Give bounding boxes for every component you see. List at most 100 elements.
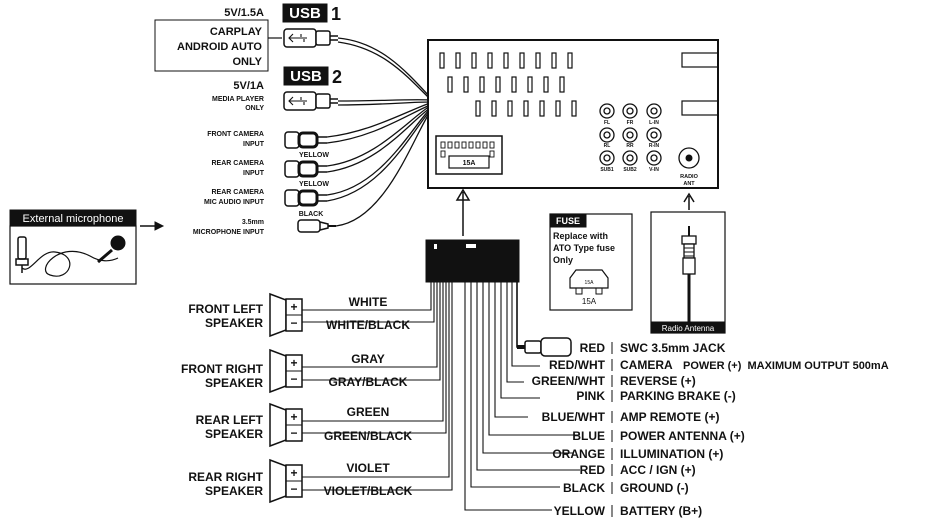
head-unit-socket-pins bbox=[440, 141, 495, 158]
usb1-desc-line2: ANDROID AUTO bbox=[177, 41, 262, 53]
speaker-rear-left-icon bbox=[269, 402, 303, 448]
head-unit-fuse-label: 15A bbox=[463, 160, 476, 167]
speaker-fr-pos-wire: GRAY bbox=[351, 352, 385, 366]
input-front-camera-color: YELLOW bbox=[299, 152, 329, 159]
usb1-desc-line1: CARPLAY bbox=[210, 26, 263, 38]
ato-fuse-icon bbox=[569, 269, 609, 295]
antenna-plug-icon bbox=[681, 226, 697, 322]
speaker-rear-right-icon bbox=[269, 458, 303, 504]
rca-sub2-label: SUB2 bbox=[623, 167, 637, 173]
speaker-front-right-icon bbox=[269, 348, 303, 394]
input-mic-line2: MICROPHONE INPUT bbox=[193, 229, 265, 236]
wire-func-battery: BATTERY (B+) bbox=[620, 504, 702, 518]
rca-rl-label: RL bbox=[604, 143, 611, 149]
wire-color-red-acc: RED bbox=[580, 463, 606, 477]
speaker-rl-minus: − bbox=[290, 426, 297, 440]
speaker-rr-minus: − bbox=[290, 482, 297, 496]
wire-func-amp: AMP REMOTE (+) bbox=[620, 410, 719, 424]
rca-jacks bbox=[599, 103, 662, 166]
rca-fl-label: FL bbox=[604, 120, 610, 126]
wire-color-greenwht: GREEN/WHT bbox=[532, 374, 606, 388]
wire-func-swc: SWC 3.5mm JACK bbox=[620, 341, 726, 355]
speaker-rr-name-line1: REAR RIGHT bbox=[188, 470, 263, 484]
usb2-desc-line2: ONLY bbox=[245, 105, 264, 112]
speaker-fr-plus: + bbox=[290, 356, 297, 370]
usb1-plug-icon bbox=[283, 28, 338, 48]
wire-color-redwht: RED/WHT bbox=[549, 358, 606, 372]
speaker-fr-neg-wire: GRAY/BLACK bbox=[329, 375, 408, 389]
wire-legend: RED SWC 3.5mm JACK RED/WHT CAMERA POWER … bbox=[532, 341, 889, 518]
speaker-fr-name-line1: FRONT RIGHT bbox=[181, 362, 264, 376]
usb1-number: 1 bbox=[331, 4, 341, 24]
mic-panel-box bbox=[9, 225, 137, 285]
usb1-badge bbox=[282, 3, 328, 23]
wire-color-red-swc: RED bbox=[580, 341, 606, 355]
input-rear-camera-color: YELLOW bbox=[299, 181, 329, 188]
speaker-fl-plus: + bbox=[290, 300, 297, 314]
wire-func-acc: ACC / IGN (+) bbox=[620, 463, 696, 477]
wire-color-pink: PINK bbox=[576, 389, 605, 403]
fuse-box-title: FUSE bbox=[556, 216, 580, 226]
wire-func-reverse: REVERSE (+) bbox=[620, 374, 696, 388]
input-front-camera-line1: FRONT CAMERA bbox=[207, 131, 264, 138]
fuse-box-text2: ATO Type fuse bbox=[553, 243, 615, 253]
speaker-rl-neg-wire: GREEN/BLACK bbox=[324, 429, 412, 443]
antenna-up-arrow bbox=[683, 192, 695, 210]
speaker-fl-minus: − bbox=[290, 316, 297, 330]
rear-mic-rca-icon bbox=[284, 189, 327, 207]
speaker-rr-plus: + bbox=[290, 466, 297, 480]
wire-func-camera: CAMERA bbox=[620, 358, 673, 372]
fuse-icon-label: 15A bbox=[585, 280, 595, 286]
speaker-fl-name-line1: FRONT LEFT bbox=[188, 302, 263, 316]
radio-antenna-label: Radio Antenna bbox=[662, 324, 715, 333]
input-rear-mic-line2: MIC AUDIO INPUT bbox=[204, 199, 265, 206]
rear-camera-rca-icon bbox=[284, 160, 327, 178]
swc-jack-icon bbox=[517, 337, 572, 357]
harness-key-center bbox=[466, 244, 476, 248]
speaker-fl-neg-wire: WHITE/BLACK bbox=[326, 318, 410, 332]
wire-color-orange: ORANGE bbox=[552, 447, 605, 461]
rca-rr-label: RR bbox=[626, 143, 634, 149]
usb2-number: 2 bbox=[332, 67, 342, 87]
wire-func-antenna: POWER ANTENNA (+) bbox=[620, 429, 745, 443]
speaker-rr-pos-wire: VIOLET bbox=[346, 461, 390, 475]
wire-func-ground: GROUND (-) bbox=[620, 481, 689, 495]
speaker-rr-neg-wire: VIOLET/BLACK bbox=[324, 484, 413, 498]
rca-rin-label: R-IN bbox=[649, 143, 660, 149]
input-rear-camera-line1: REAR CAMERA bbox=[212, 160, 265, 167]
speaker-front-left-icon bbox=[269, 292, 303, 338]
mic-arrow-head bbox=[154, 221, 165, 231]
harness-up-arrow bbox=[455, 188, 471, 236]
radio-antenna-jack-pin bbox=[685, 154, 693, 162]
usb1-rating: 5V/1.5A bbox=[224, 7, 264, 19]
fuse-box bbox=[549, 213, 633, 311]
speaker-fl-pos-wire: WHITE bbox=[349, 295, 388, 309]
input-rear-mic-line1: REAR CAMERA bbox=[212, 189, 265, 196]
front-camera-rca-icon bbox=[284, 131, 327, 149]
wire-func-illum: ILLUMINATION (+) bbox=[620, 447, 723, 461]
wire-color-bluewht: BLUE/WHT bbox=[542, 410, 606, 424]
rca-vin-label: V-IN bbox=[649, 167, 659, 173]
harness-wires bbox=[302, 282, 580, 511]
usb2-badge bbox=[283, 66, 329, 86]
wire-color-yellow: YELLOW bbox=[554, 504, 606, 518]
radio-antenna-label-bg bbox=[650, 321, 726, 334]
input-mic-line1: 3.5mm bbox=[242, 219, 264, 226]
speaker-rr-name-line2: SPEAKER bbox=[205, 484, 263, 498]
input-mic-color: BLACK bbox=[299, 211, 324, 218]
head-unit-vents bbox=[439, 52, 719, 117]
speaker-rl-name-line2: SPEAKER bbox=[205, 427, 263, 441]
speaker-rl-name-line1: REAR LEFT bbox=[196, 413, 264, 427]
usb1-desc-line3: ONLY bbox=[232, 56, 262, 68]
usb2-rating: 5V/1A bbox=[233, 80, 264, 92]
speaker-rl-pos-wire: GREEN bbox=[347, 405, 390, 419]
wire-color-blue: BLUE bbox=[572, 429, 605, 443]
fuse-box-header bbox=[549, 213, 587, 228]
wire-color-black: BLACK bbox=[563, 481, 605, 495]
usb2-desc-line1: MEDIA PLAYER bbox=[212, 96, 264, 103]
antenna-label-line1: RADIO bbox=[680, 174, 698, 180]
usb1-desc-box bbox=[154, 19, 269, 72]
head-unit-fuse bbox=[448, 155, 490, 169]
fuse-box-text1: Replace with bbox=[553, 231, 608, 241]
